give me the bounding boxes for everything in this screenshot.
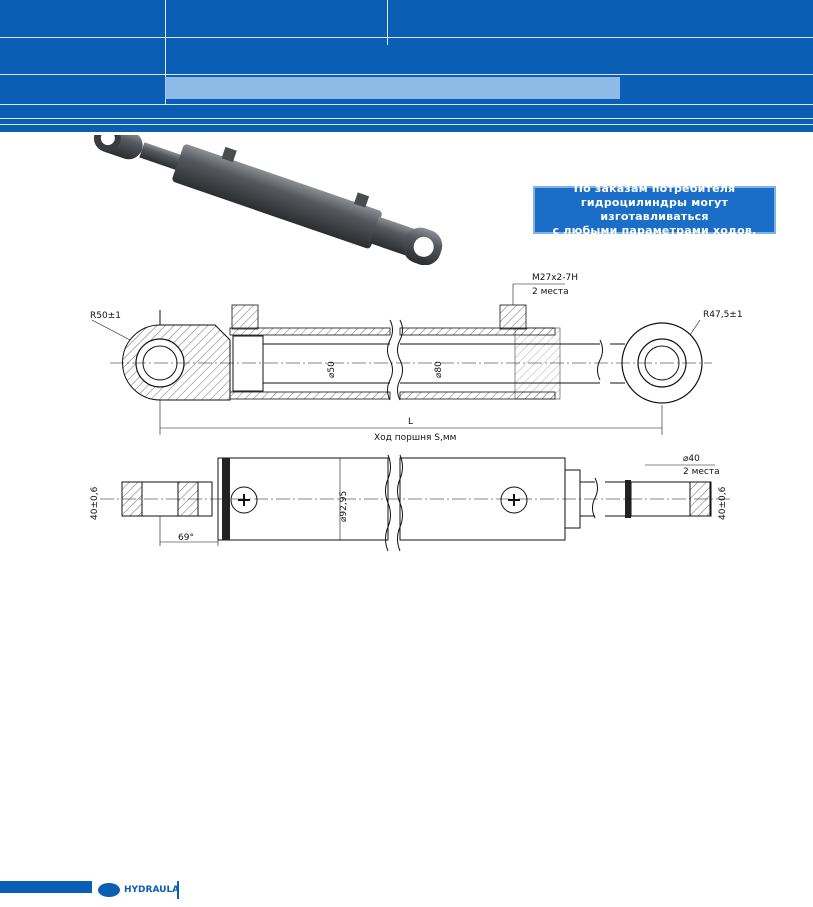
thread-count: 2 места bbox=[532, 287, 569, 297]
bore-diameter-label: ⌀80 bbox=[434, 361, 444, 378]
stroke-label: Ход поршня S,мм bbox=[374, 433, 456, 443]
header-divider bbox=[165, 0, 166, 104]
header-divider bbox=[165, 37, 813, 38]
radius-right-label: R47,5±1 bbox=[703, 310, 743, 320]
cylinder-3d-view bbox=[93, 135, 443, 265]
body-diameter-label: ⌀92,95 bbox=[339, 491, 349, 522]
custom-stroke-note: По заказам потребителя гидроцилиндры мог… bbox=[533, 182, 776, 237]
length-label: L bbox=[408, 417, 413, 427]
hole-diameter-label: ⌀40 bbox=[683, 454, 700, 464]
radius-left-label: R50±1 bbox=[90, 311, 121, 321]
header-divider bbox=[0, 37, 165, 38]
side-section-drawing: M27x2-7H 2 места R50±1 R47,5±1 ⌀50 ⌀80 L… bbox=[90, 273, 743, 443]
width-right-label: 40±0,6 bbox=[718, 486, 728, 520]
note-text: По заказам потребителя гидроцилиндры мог… bbox=[535, 182, 774, 238]
footer-logo: HYDRAULA bbox=[98, 883, 179, 897]
header-highlight-cell bbox=[165, 77, 620, 99]
top-view-drawing: ⌀40 2 места ⌀92,95 40±0,6 40±0,6 69° bbox=[90, 454, 730, 552]
header-divider bbox=[0, 104, 813, 105]
logo-mark-icon bbox=[98, 883, 120, 897]
rod-diameter-label: ⌀50 bbox=[327, 361, 337, 378]
note-line-1: По заказам потребителя bbox=[573, 182, 736, 195]
footer-separator bbox=[177, 881, 179, 899]
angle-label: 69° bbox=[178, 533, 194, 543]
note-line-2: гидроцилиндры могут изготавливаться bbox=[580, 196, 729, 223]
note-line-3: с любыми параметрами ходов. bbox=[552, 224, 757, 237]
header-divider bbox=[0, 124, 813, 125]
footer-brand: HYDRAULA bbox=[124, 885, 180, 895]
hole-count-label: 2 места bbox=[683, 467, 720, 477]
page-header bbox=[0, 0, 813, 132]
header-divider bbox=[0, 118, 813, 119]
header-divider bbox=[0, 74, 813, 75]
thread-label: M27x2-7H bbox=[532, 273, 578, 283]
header-divider bbox=[387, 0, 388, 45]
width-left-label: 40±0,6 bbox=[90, 486, 100, 520]
footer-bar bbox=[0, 881, 92, 893]
